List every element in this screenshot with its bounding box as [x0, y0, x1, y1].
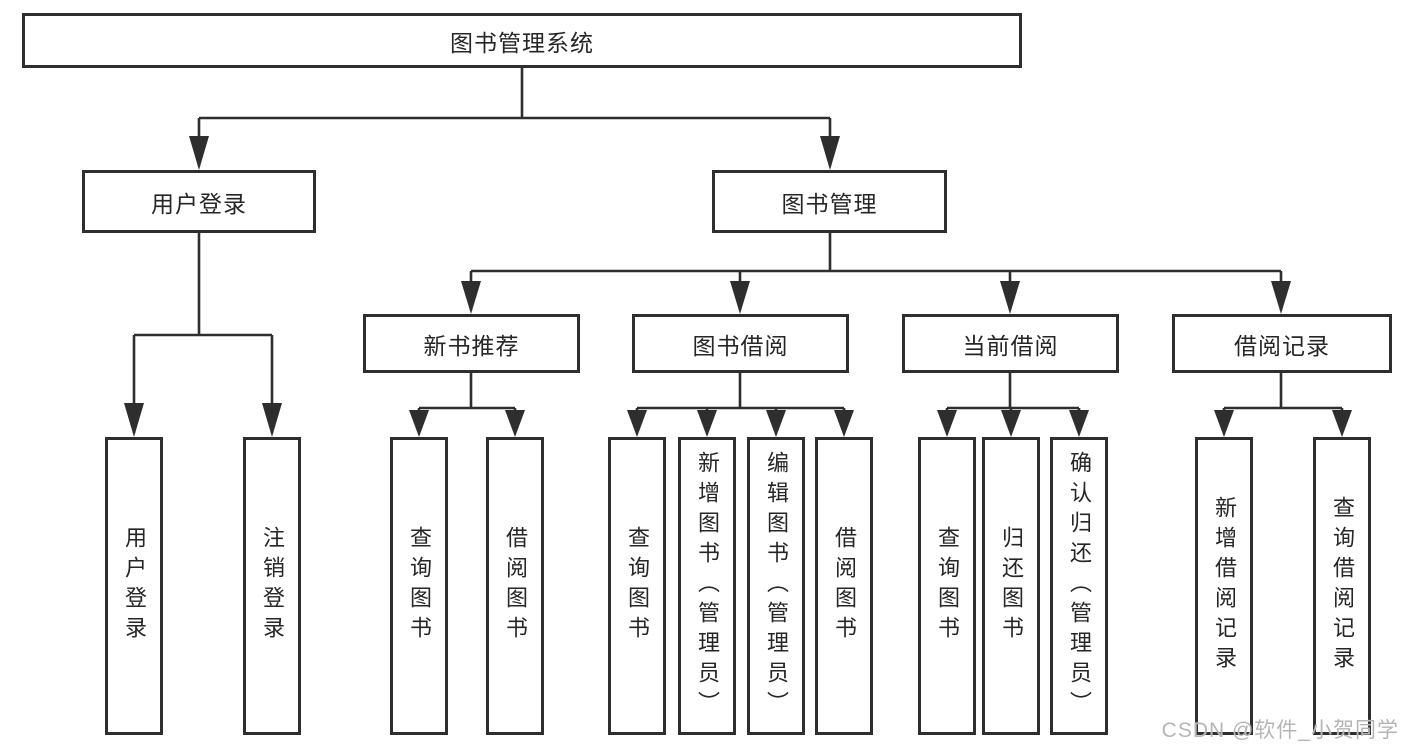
leaf-add-books-admin: 新增图书（管理员） — [678, 437, 736, 735]
leaf-add-borrow-record: 新增借阅记录 — [1195, 437, 1253, 735]
leaf-borrow-books-recommend: 借阅图书 — [486, 437, 544, 735]
leaf-confirm-return-admin: 确认归还（管理员） — [1050, 437, 1108, 735]
leaf-query-books-borrow: 查询图书 — [608, 437, 666, 735]
node-current-borrow: 当前借阅 — [902, 314, 1119, 373]
csdn-watermark: CSDN @软件_小贺同学 — [1161, 719, 1399, 742]
node-label: 查询图书 — [935, 526, 960, 646]
node-label: 新书推荐 — [423, 332, 520, 359]
arrowhead-icons — [124, 136, 1352, 437]
leaf-logout: 注销登录 — [243, 437, 301, 735]
leaf-query-books-recommend: 查询图书 — [390, 437, 448, 735]
node-label: 确认归还（管理员） — [1067, 451, 1092, 721]
leaf-query-borrow-record: 查询借阅记录 — [1313, 437, 1371, 735]
leaf-edit-books-admin: 编辑图书（管理员） — [747, 437, 805, 735]
node-label: 借阅图书 — [503, 526, 528, 646]
node-root-system: 图书管理系统 — [22, 13, 1022, 68]
node-label: 编辑图书（管理员） — [764, 451, 789, 721]
node-label: 查询图书 — [625, 526, 650, 646]
node-label: 查询借阅记录 — [1330, 496, 1355, 676]
node-label: 用户登录 — [122, 526, 147, 646]
node-label: 借阅图书 — [832, 526, 857, 646]
node-label: 当前借阅 — [962, 332, 1059, 359]
leaf-query-books-current: 查询图书 — [918, 437, 976, 735]
node-label: 图书管理系统 — [450, 29, 594, 56]
node-label: 新增图书（管理员） — [695, 451, 720, 721]
node-label: 用户登录 — [151, 190, 247, 217]
node-book-borrow: 图书借阅 — [632, 314, 849, 373]
node-label: 查询图书 — [407, 526, 432, 646]
leaf-user-login: 用户登录 — [105, 437, 163, 735]
node-label: 借阅记录 — [1234, 332, 1330, 359]
node-borrow-records: 借阅记录 — [1172, 314, 1392, 373]
node-label: 注销登录 — [260, 526, 285, 646]
leaf-return-books: 归还图书 — [982, 437, 1040, 735]
node-label: 新增借阅记录 — [1212, 496, 1237, 676]
leaf-borrow-books: 借阅图书 — [815, 437, 873, 735]
node-user-login: 用户登录 — [82, 170, 316, 233]
node-label: 图书借阅 — [692, 332, 789, 359]
node-new-book-recommend: 新书推荐 — [363, 314, 580, 373]
node-book-management: 图书管理 — [712, 170, 947, 233]
node-label: 归还图书 — [999, 526, 1024, 646]
node-label: 图书管理 — [781, 190, 878, 217]
